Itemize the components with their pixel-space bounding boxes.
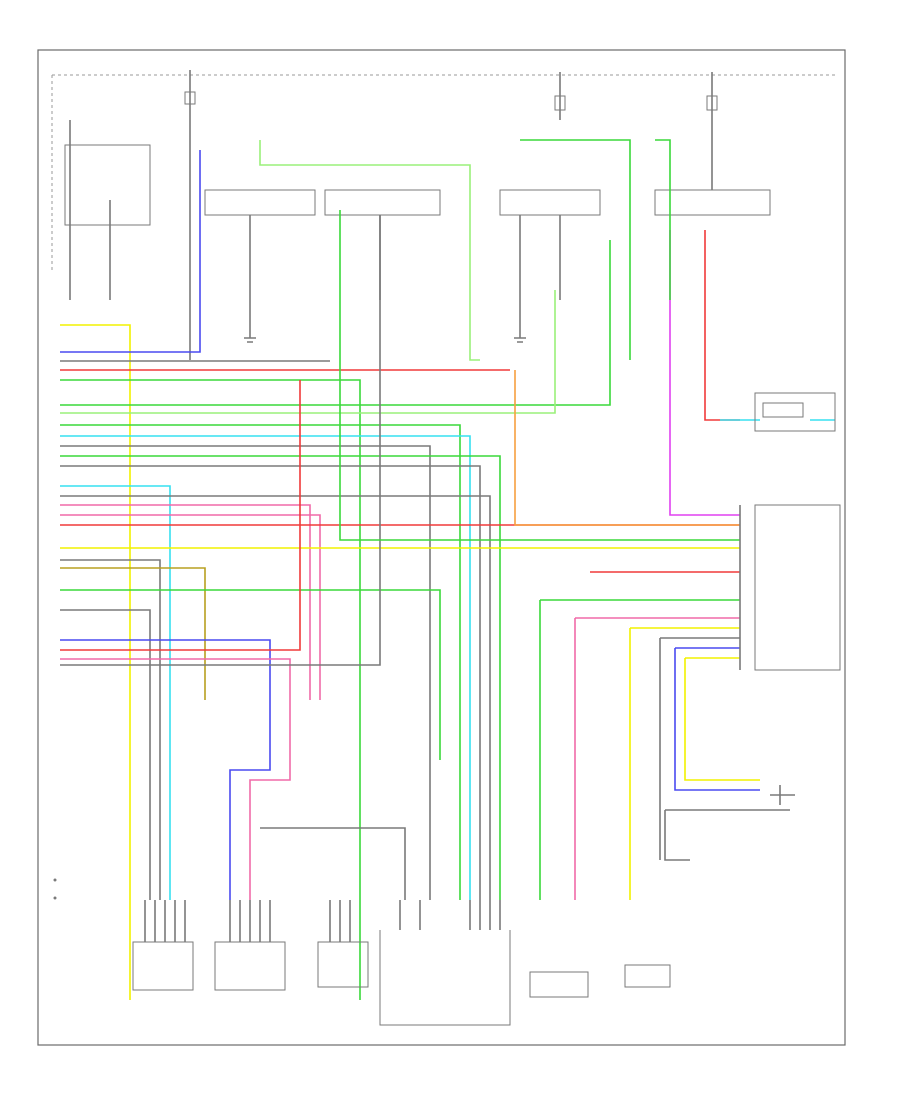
blower-connector-2	[214, 900, 286, 991]
ground-symbols	[244, 330, 526, 343]
sensor-connector-1	[529, 971, 589, 998]
blower-connector-1	[132, 900, 194, 991]
blower-connector-3	[317, 900, 369, 988]
sensor-connector-2	[624, 964, 671, 988]
power-bus	[51, 74, 835, 270]
fuse-right	[706, 72, 718, 190]
legend	[53, 878, 57, 900]
fuse-left	[184, 70, 196, 360]
ecm-pcm	[739, 504, 841, 671]
relay-group	[64, 120, 771, 330]
harness-left	[60, 150, 740, 1000]
ac-pressure-sensor	[754, 392, 836, 432]
diagram-frame	[37, 49, 846, 1046]
fuse-middle	[554, 72, 566, 120]
climate-control-unit	[260, 827, 511, 1026]
ac-pressure-switch	[664, 785, 795, 861]
harness-right	[259, 139, 835, 900]
